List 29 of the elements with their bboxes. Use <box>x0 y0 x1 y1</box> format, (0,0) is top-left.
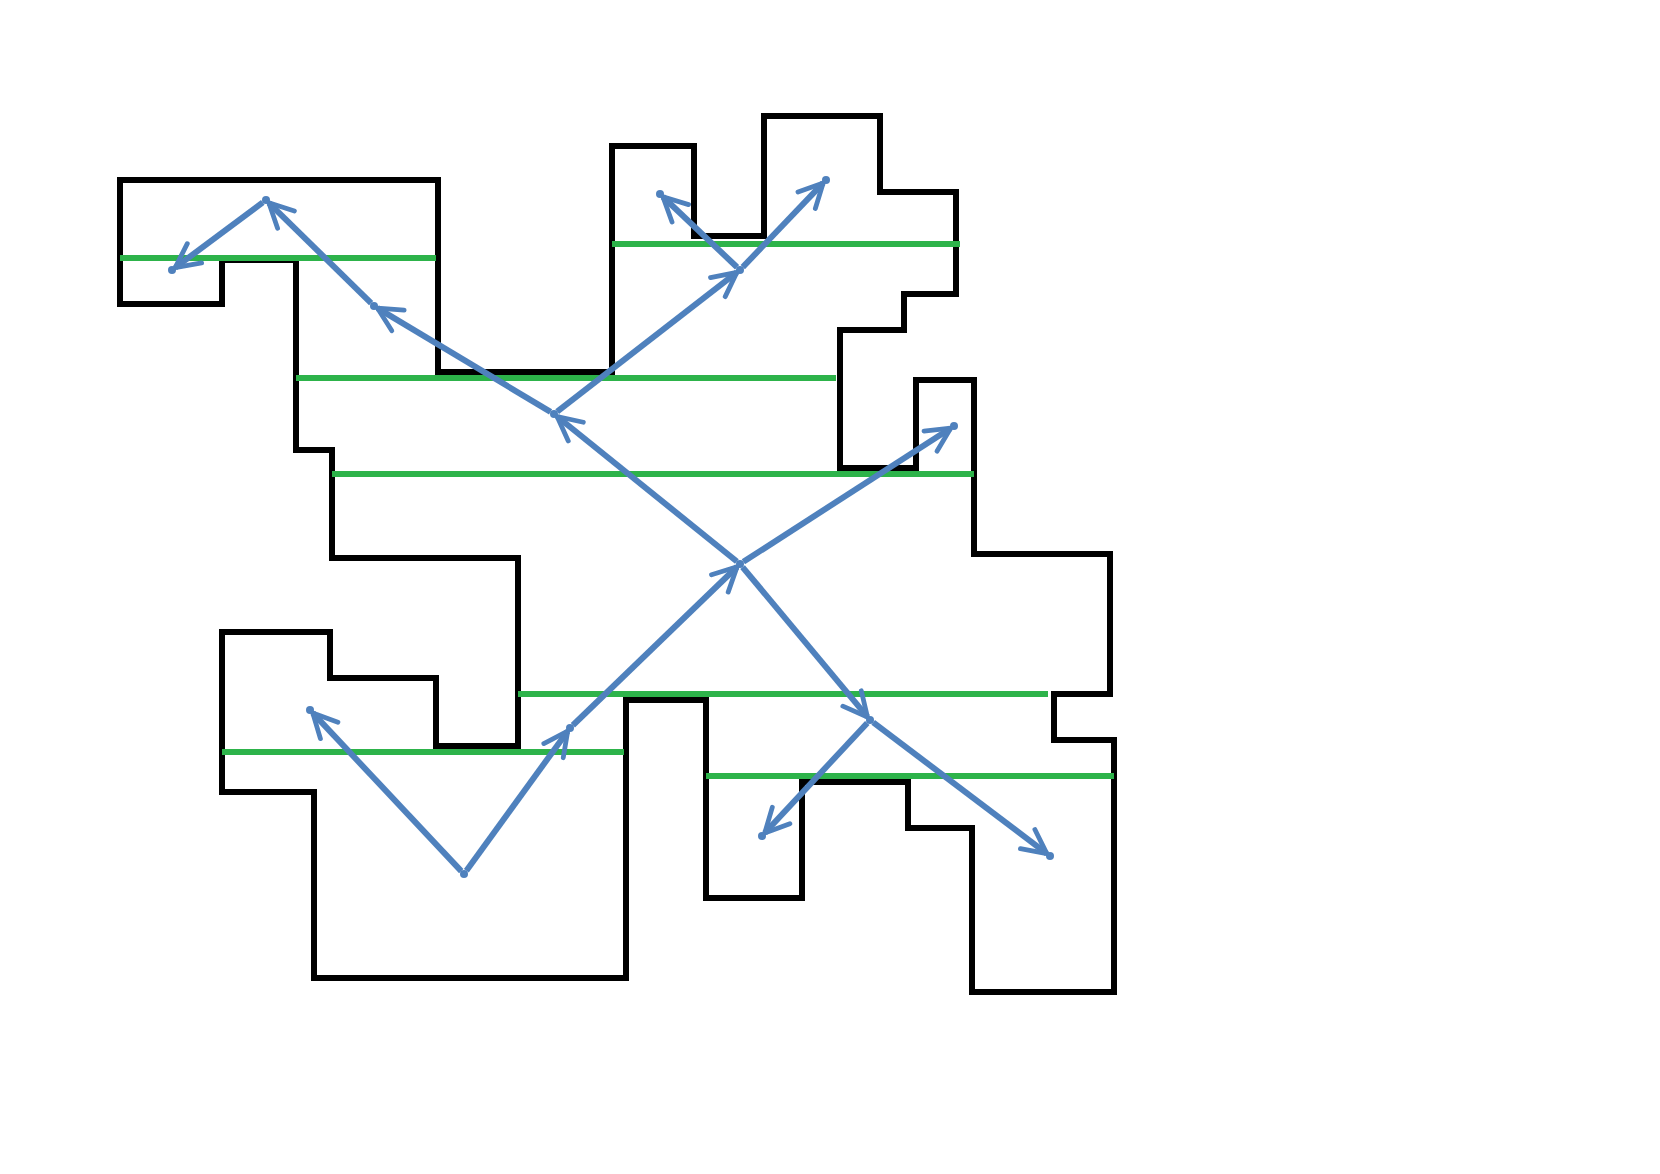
arrow <box>740 565 870 720</box>
line-joint <box>822 176 830 184</box>
arrow <box>266 200 374 306</box>
line-joint <box>950 422 958 430</box>
line-joint <box>1046 852 1054 860</box>
arrow <box>310 710 464 874</box>
line-joint <box>370 302 378 310</box>
arrow <box>172 200 265 270</box>
line-joint <box>736 560 744 568</box>
line-joint <box>262 196 270 204</box>
arrow <box>570 564 740 728</box>
arrow <box>741 425 954 565</box>
line-joint <box>758 832 766 840</box>
arrow <box>660 194 740 270</box>
line-joint <box>656 190 664 198</box>
line-joint <box>736 266 744 274</box>
line-joint <box>550 410 558 418</box>
line-joint <box>306 706 314 714</box>
arrow <box>762 720 870 836</box>
arrow <box>463 728 571 873</box>
line-joint <box>566 724 574 732</box>
line-joint <box>866 716 874 724</box>
arrow <box>554 414 739 564</box>
arrow <box>740 180 826 270</box>
line-joint <box>460 870 468 878</box>
arrow <box>555 270 740 414</box>
line-joint <box>168 266 176 274</box>
arrow <box>375 305 553 415</box>
arrow <box>871 720 1050 856</box>
